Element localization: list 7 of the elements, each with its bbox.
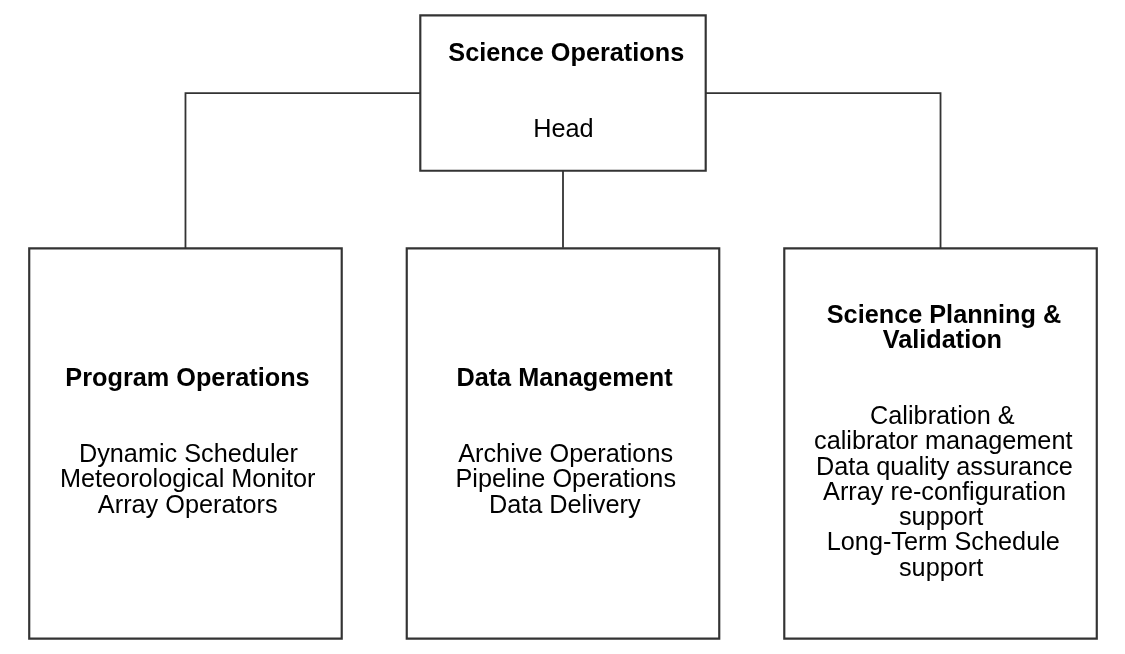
connector bbox=[561, 169, 564, 249]
node-box: Data Management Archive Operations Pipeline Operations Data Delivery bbox=[405, 247, 720, 640]
node-box: Program Operations Dynamic Scheduler Meteorological Monitor Array Operators bbox=[27, 247, 343, 640]
node-box: Science Planning & Validation Calibration & calibrator management Data quality assurance Array re-configuration support Long-Term Schedule support bbox=[782, 247, 1098, 640]
connector bbox=[184, 92, 421, 250]
connector bbox=[704, 92, 941, 250]
node-box: Science Operations Head bbox=[418, 14, 707, 172]
